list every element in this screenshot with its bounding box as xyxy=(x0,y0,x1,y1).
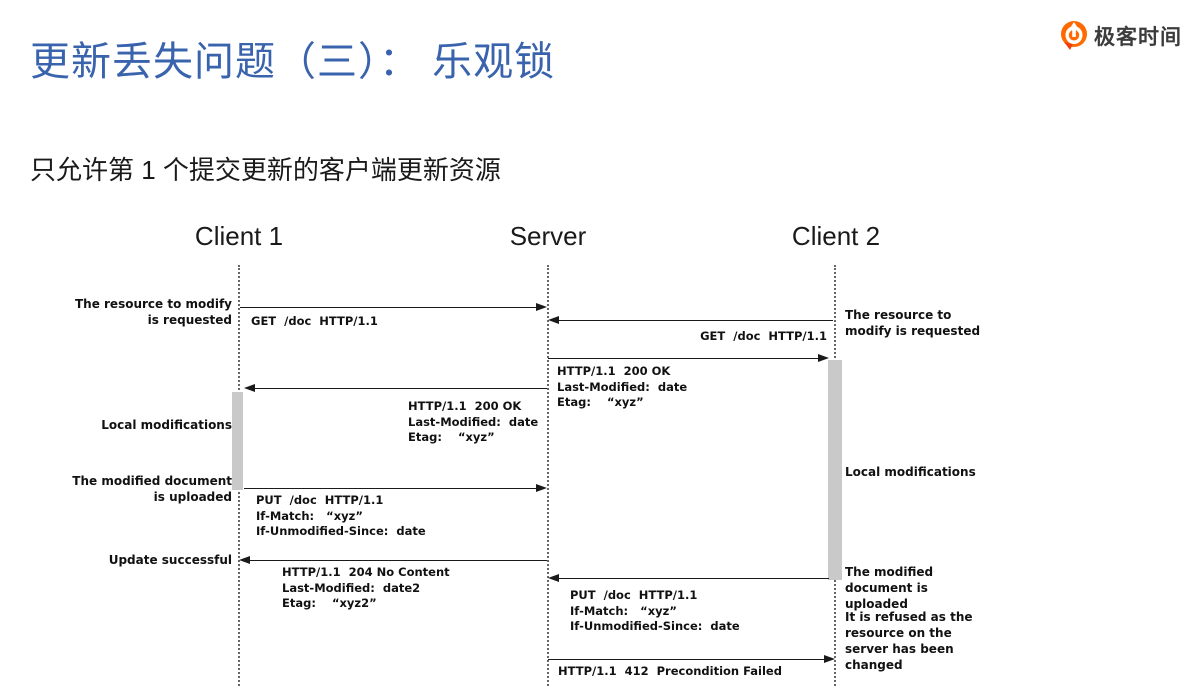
arrow-412-server-to-client2 xyxy=(548,654,835,663)
lifeline-header-server: Server xyxy=(509,221,587,251)
arrow-204-server-to-client1 xyxy=(239,555,547,564)
arrow-get-client1-to-server xyxy=(240,302,547,311)
brand-name: 极客时间 xyxy=(1094,26,1182,49)
message-get-client2: GET /doc HTTP/1.1 xyxy=(700,329,827,343)
arrow-200ok-server-to-client2 xyxy=(548,353,829,362)
note-document-uploaded-left: The modified document is uploaded xyxy=(72,474,232,504)
note-local-modifications-left: Local modifications xyxy=(101,418,232,432)
note-refused: It is refused as the resource on the ser… xyxy=(845,610,973,672)
note-document-uploaded-right: The modified document is uploaded xyxy=(845,565,934,611)
activation-bar-client2 xyxy=(828,360,842,580)
note-local-modifications-right: Local modifications xyxy=(845,465,976,479)
message-200ok-to-client1: HTTP/1.1 200 OK Last-Modified: date Etag… xyxy=(408,399,539,444)
arrow-get-client2-to-server xyxy=(548,315,833,324)
page-title: 更新丢失问题（三）： 乐观锁 xyxy=(30,40,556,84)
lifeline-server xyxy=(547,265,549,686)
lifeline-header-client2: Client 2 xyxy=(791,221,881,251)
note-resource-requested-right: The resource to modify is requested xyxy=(845,308,981,338)
message-get-client1: GET /doc HTTP/1.1 xyxy=(251,314,378,328)
message-200ok-to-client2: HTTP/1.1 200 OK Last-Modified: date Etag… xyxy=(557,364,688,409)
message-204-to-client1: HTTP/1.1 204 No Content Last-Modified: d… xyxy=(282,565,450,610)
geektime-icon xyxy=(1061,21,1087,50)
activation-bar-client1 xyxy=(232,392,243,490)
message-put-client2: PUT /doc HTTP/1.1 If-Match: “xyz” If-Unm… xyxy=(570,588,740,633)
message-put-client1: PUT /doc HTTP/1.1 If-Match: “xyz” If-Unm… xyxy=(256,493,426,538)
note-resource-requested-left: The resource to modify is requested xyxy=(74,297,232,327)
brand-logo: 极客时间 xyxy=(1060,20,1182,52)
lifeline-header-client1: Client 1 xyxy=(194,221,284,251)
note-update-successful: Update successful xyxy=(108,553,232,567)
arrow-put-client2-to-server xyxy=(548,573,829,582)
subtitle: 只允许第 1 个提交更新的客户端更新资源 xyxy=(30,155,501,185)
arrow-put-client1-to-server xyxy=(244,483,547,492)
message-412-to-client2: HTTP/1.1 412 Precondition Failed xyxy=(558,664,782,678)
arrow-200ok-server-to-client1 xyxy=(244,383,547,392)
